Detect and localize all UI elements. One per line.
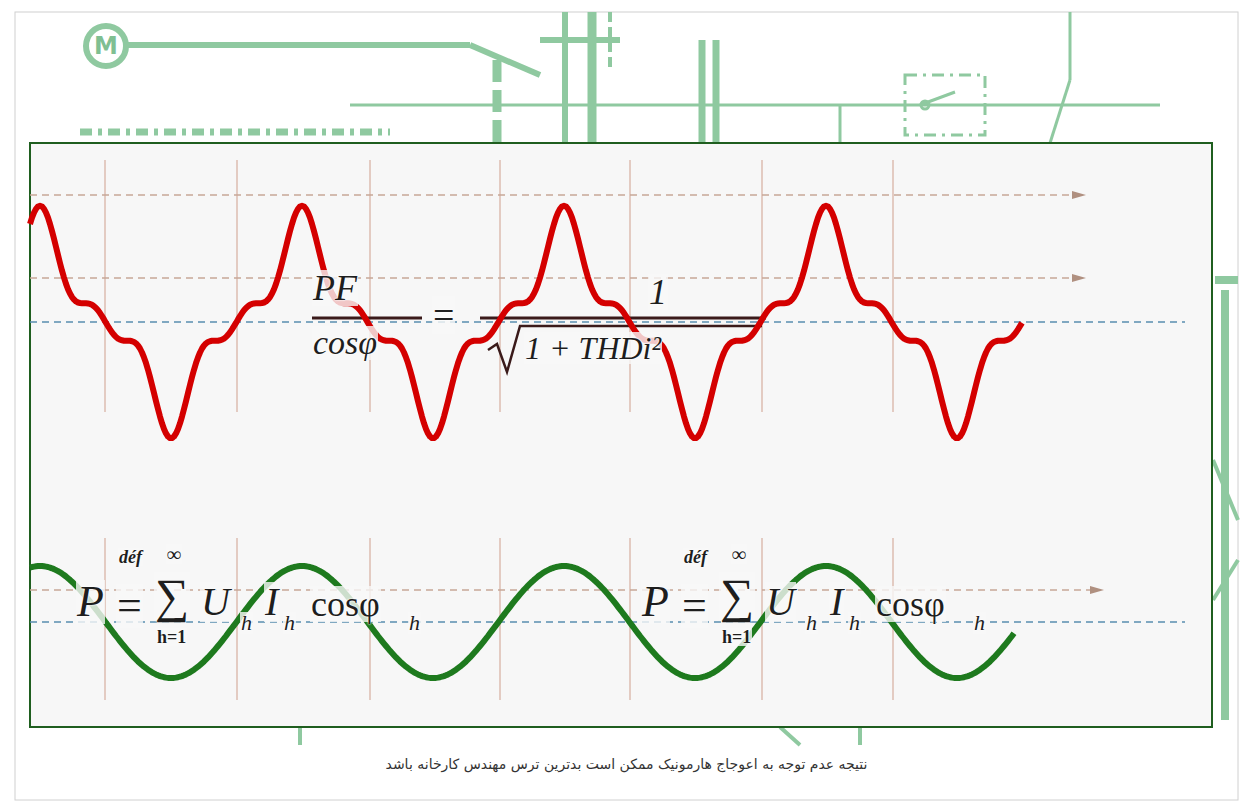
formula-term: U xyxy=(200,582,231,622)
grid-line xyxy=(892,160,894,412)
wire xyxy=(713,40,720,143)
formula-term: U xyxy=(765,582,796,622)
formula-subscript: h xyxy=(973,612,986,634)
formula-sign: = xyxy=(432,296,455,334)
motor-letter: M xyxy=(94,34,118,58)
image-frame xyxy=(15,12,1238,800)
formula-term: I xyxy=(829,582,844,622)
wire xyxy=(588,12,597,143)
wire xyxy=(350,104,1160,107)
formula-term: P xyxy=(641,580,670,624)
formula-term: cosφ xyxy=(312,326,378,360)
wire xyxy=(839,105,842,143)
sine-waveform xyxy=(30,566,1014,678)
formula-subscript: h xyxy=(805,612,818,634)
dash-dot-line xyxy=(80,129,390,136)
formula-subscript: h xyxy=(408,612,421,634)
switch-contact xyxy=(921,101,929,109)
grid-line xyxy=(629,160,631,412)
formula-term: 1 + THDi² xyxy=(524,332,662,364)
wire xyxy=(298,727,302,745)
formula-term: ∞ xyxy=(166,544,182,564)
formula-subscript: h xyxy=(240,612,253,634)
motor-symbol: M xyxy=(83,23,129,69)
grid-line xyxy=(236,160,238,412)
wire xyxy=(1050,80,1070,143)
formula-term: ∞ xyxy=(731,544,747,564)
grid-line xyxy=(104,160,106,412)
formula-term: déf xyxy=(118,548,143,566)
formula-term: PF xyxy=(312,270,358,306)
wire xyxy=(1213,460,1238,520)
formula-sign: ∑ xyxy=(154,572,190,620)
wire xyxy=(699,40,706,143)
wire xyxy=(780,727,800,745)
grid-line xyxy=(369,160,371,412)
formula-term: cosφ xyxy=(310,586,381,622)
axis-line xyxy=(30,277,1072,279)
axis-arrow xyxy=(1090,586,1104,594)
formula-term: déf xyxy=(683,548,708,566)
formula-sign: = xyxy=(116,584,143,628)
caption: نتیجه عدم توجه به اعوجاج هارمونیک ممکن ا… xyxy=(20,756,1233,772)
switch-box xyxy=(905,75,985,135)
wire xyxy=(1069,12,1072,80)
formula-subscript: h xyxy=(283,612,296,634)
formula-term: cosφ xyxy=(875,586,946,622)
distorted-waveform xyxy=(30,206,1022,438)
formula-sign: ∑ xyxy=(719,572,755,620)
dashed-link xyxy=(493,60,502,143)
wire xyxy=(1213,560,1238,600)
formula-term: 1 xyxy=(648,274,668,310)
formula-sign: = xyxy=(681,584,708,628)
axis-line xyxy=(30,321,1185,323)
wire xyxy=(562,12,568,143)
formula-term: P xyxy=(76,580,105,624)
formula-term: I xyxy=(264,582,279,622)
wire xyxy=(1215,276,1238,284)
axis-arrow xyxy=(1072,191,1086,199)
formula-subscript: h xyxy=(848,612,861,634)
wire xyxy=(858,727,862,745)
grid-line xyxy=(761,160,763,412)
formula-subscript: h=1 xyxy=(721,628,752,646)
switch-blade xyxy=(470,45,540,75)
panel xyxy=(30,143,1212,727)
wire xyxy=(128,42,470,48)
axis-line xyxy=(30,194,1072,196)
formula-subscript: h=1 xyxy=(156,628,187,646)
dashed-link xyxy=(608,12,612,70)
wire xyxy=(1221,290,1229,720)
grid-line xyxy=(499,160,501,412)
axis-arrow xyxy=(1072,274,1086,282)
switch-blade xyxy=(920,92,955,105)
